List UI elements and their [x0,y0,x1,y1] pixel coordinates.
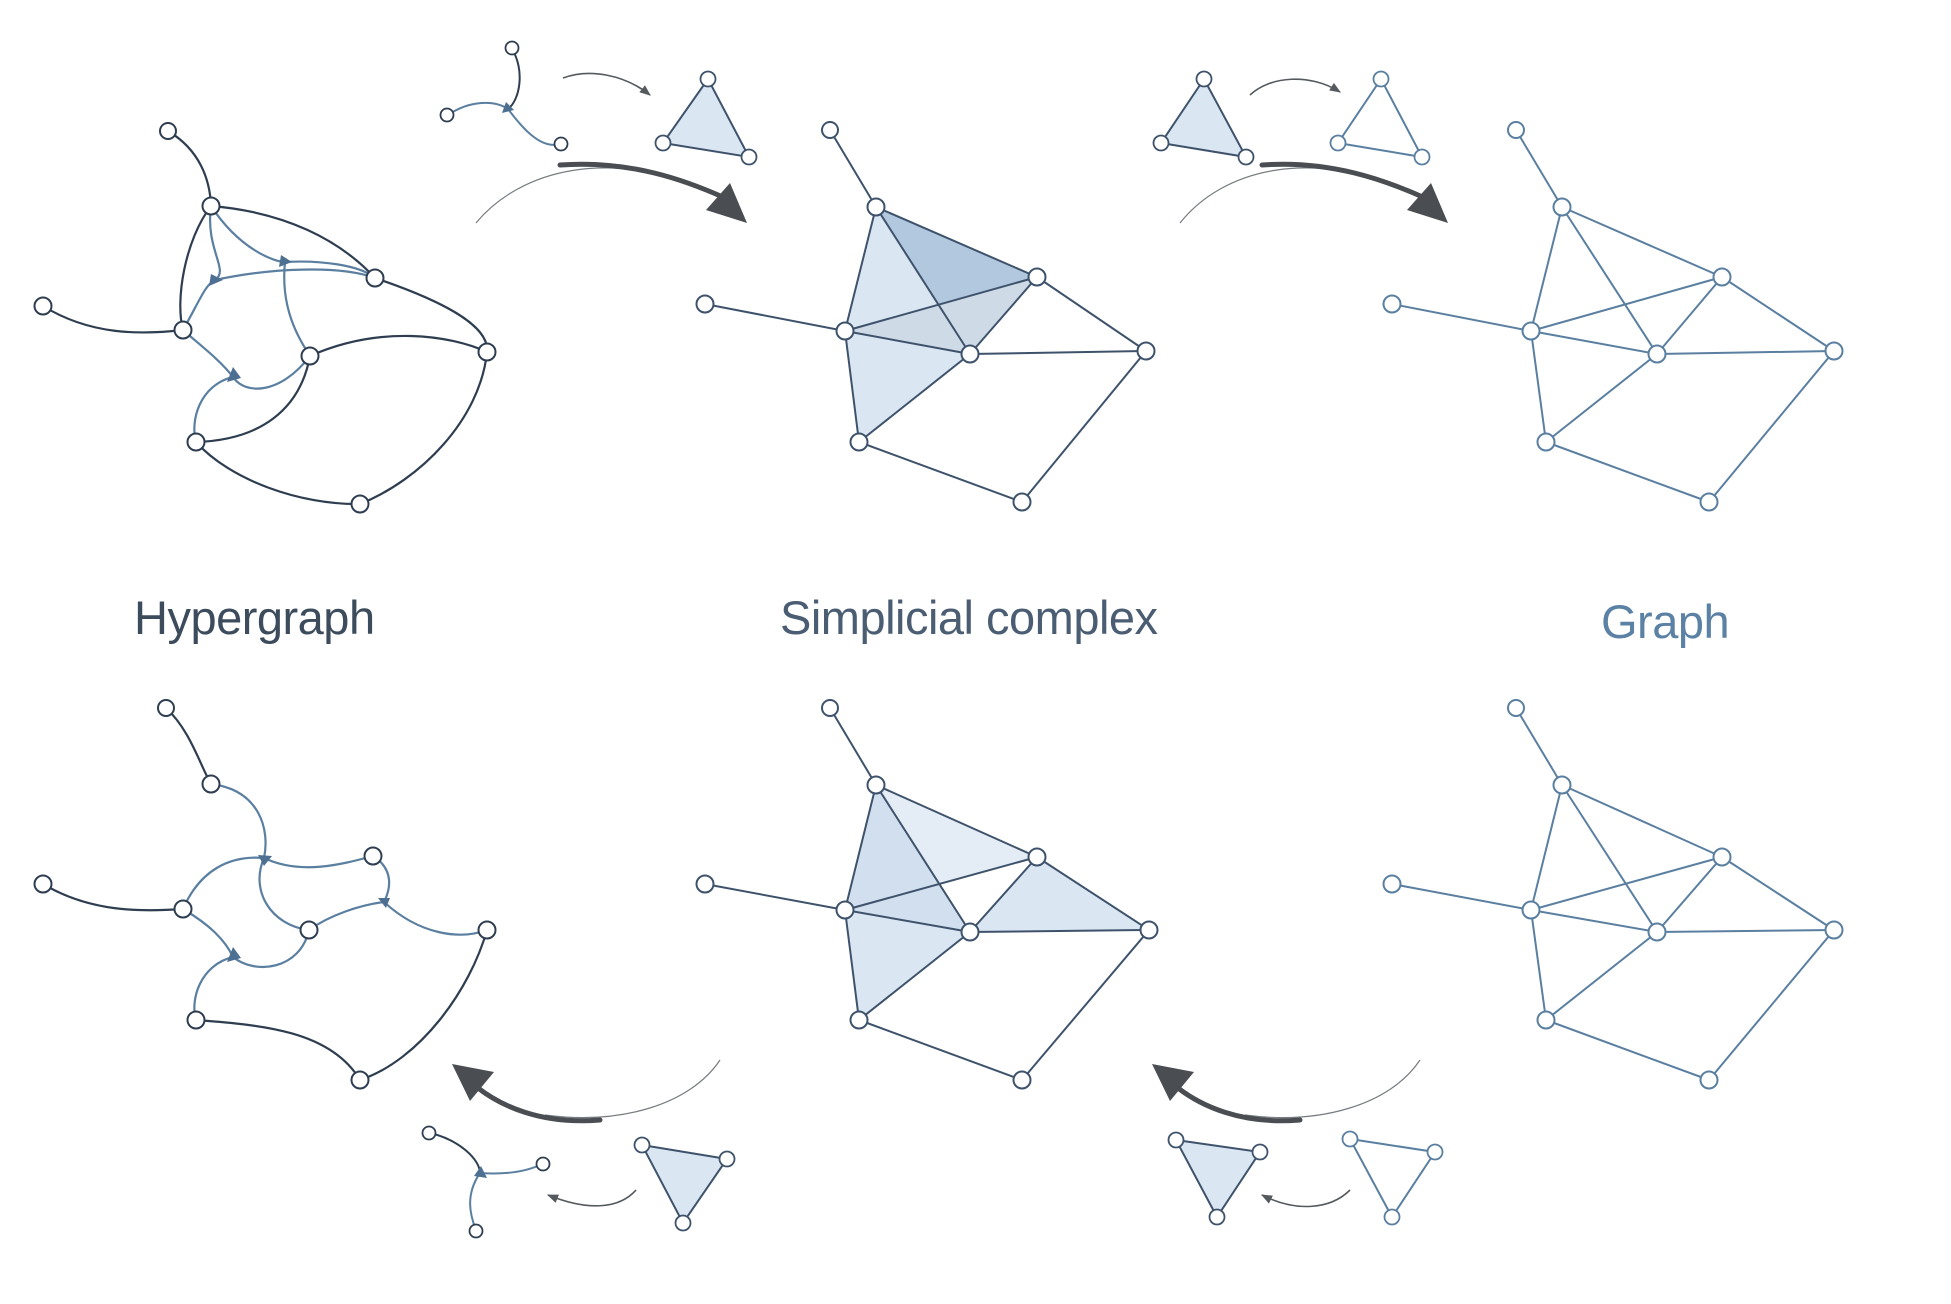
label-hypergraph: Hypergraph [134,591,375,644]
legend-hyperedge-to-simplex-top [439,40,758,166]
legend-graph-to-simplex-bottom [1167,1130,1444,1226]
legend-simplex-to-hyperedge-bottom [421,1125,736,1239]
hypergraph-top [33,122,497,514]
curved-arrow-icon [1152,1059,1421,1124]
curved-arrow-icon [452,1059,721,1124]
simplicial-complex-bottom [695,699,1159,1090]
simplicial-complex-top [695,121,1156,512]
curved-arrow-icon [475,161,747,224]
legend-simplex-to-graph-top [1152,70,1431,166]
graph-top [1382,121,1844,512]
label-simplicial-complex: Simplicial complex [780,591,1158,644]
hypergraph-bottom [33,699,497,1090]
label-graph: Graph [1601,595,1730,648]
curved-arrow-icon [1179,161,1448,224]
graph-bottom [1382,699,1844,1090]
